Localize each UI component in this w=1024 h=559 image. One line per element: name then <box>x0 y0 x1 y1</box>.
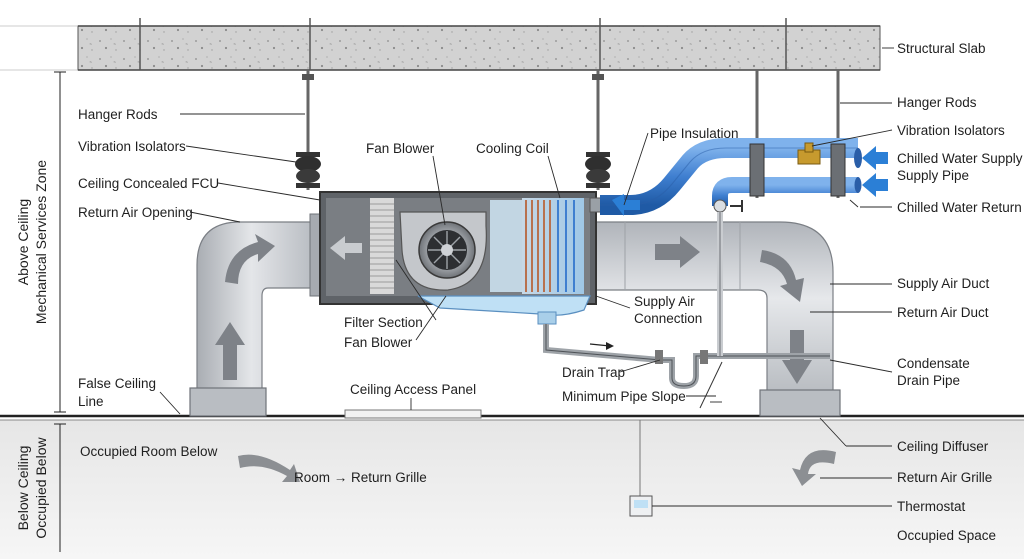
chilled-water-return-pipe <box>712 177 862 213</box>
label-pipe-insulation: Pipe Insulation <box>650 126 739 141</box>
label-drain-trap: Drain Trap <box>562 365 625 380</box>
false-ceiling <box>0 414 1024 559</box>
pipe-clamps <box>749 143 846 197</box>
pipe-valve <box>797 142 821 165</box>
label-condensate-2: Drain Pipe <box>897 373 960 388</box>
room-air-arrows <box>238 450 836 486</box>
cooling-coil <box>522 198 584 294</box>
label-occupied-space: Occupied Space <box>897 528 996 543</box>
drain-pan <box>417 295 591 325</box>
zone-below-label-1: Below Ceiling <box>15 446 31 531</box>
label-occupied-room-below: Occupied Room Below <box>80 444 218 459</box>
label-vibration-isolators-right: Vibration Isolators <box>897 123 1005 138</box>
supply-air-duct <box>595 221 841 417</box>
label-return-air-grille: Return Air Grille <box>897 470 992 485</box>
filter-section <box>370 198 394 294</box>
label-supply-air-connection-2: Connection <box>634 311 702 326</box>
label-chilled-water-supply: Chilled Water Supply <box>897 151 1023 166</box>
label-filter-section: Filter Section <box>344 315 423 330</box>
zone-below-label-2: Occupied Below <box>33 437 49 539</box>
structural-slab <box>0 18 881 71</box>
vibration-isolator-left <box>295 152 321 188</box>
flow-arrows-chilled-water <box>862 146 888 197</box>
label-supply-air-connection-1: Supply Air <box>634 294 695 309</box>
label-fan-blower-top: Fan Blower <box>366 141 435 156</box>
label-hanger-rods-left: Hanger Rods <box>78 107 158 122</box>
return-air-duct <box>189 213 323 417</box>
zone-above-label-1: Above Ceiling <box>15 199 31 285</box>
label-fan-blower-bottom: Fan Blower <box>344 335 413 350</box>
label-return-air-duct: Return Air Duct <box>897 305 989 320</box>
leader-lines <box>159 47 894 507</box>
condensate-drain-pipe <box>543 212 830 409</box>
fan-blower <box>399 211 487 291</box>
fan-coil-unit <box>319 191 615 325</box>
label-ceiling-access-panel: Ceiling Access Panel <box>350 382 476 397</box>
label-cooling-coil: Cooling Coil <box>476 141 549 156</box>
label-structural-slab: Structural Slab <box>897 41 986 56</box>
label-false-ceiling-1: False Ceiling <box>78 376 156 391</box>
label-ceiling-diffuser: Ceiling Diffuser <box>897 439 989 454</box>
thermostat <box>629 420 653 517</box>
label-return-air-opening: Return Air Opening <box>78 205 193 220</box>
label-vibration-isolators-left: Vibration Isolators <box>78 139 186 154</box>
ceiling-access-panel <box>344 409 482 419</box>
label-condensate-1: Condensate <box>897 356 970 371</box>
label-thermostat: Thermostat <box>897 499 966 514</box>
label-room-return-grille: Room → Return Grille <box>294 470 427 485</box>
label-supply-air-duct: Supply Air Duct <box>897 276 990 291</box>
label-false-ceiling-2: Line <box>78 394 104 409</box>
zone-brackets <box>54 71 66 552</box>
label-minimum-pipe-slope: Minimum Pipe Slope <box>562 389 686 404</box>
vibration-isolator-right <box>585 152 611 188</box>
label-supply-pipe: Supply Pipe <box>897 168 969 183</box>
zone-above-label-2: Mechanical Services Zone <box>33 160 49 324</box>
label-ceiling-concealed-fcu: Ceiling Concealed FCU <box>78 176 219 191</box>
label-chilled-water-return: Chilled Water Return <box>897 200 1022 215</box>
label-hanger-rods-right: Hanger Rods <box>897 95 977 110</box>
chilled-water-supply-pipe <box>600 138 862 216</box>
